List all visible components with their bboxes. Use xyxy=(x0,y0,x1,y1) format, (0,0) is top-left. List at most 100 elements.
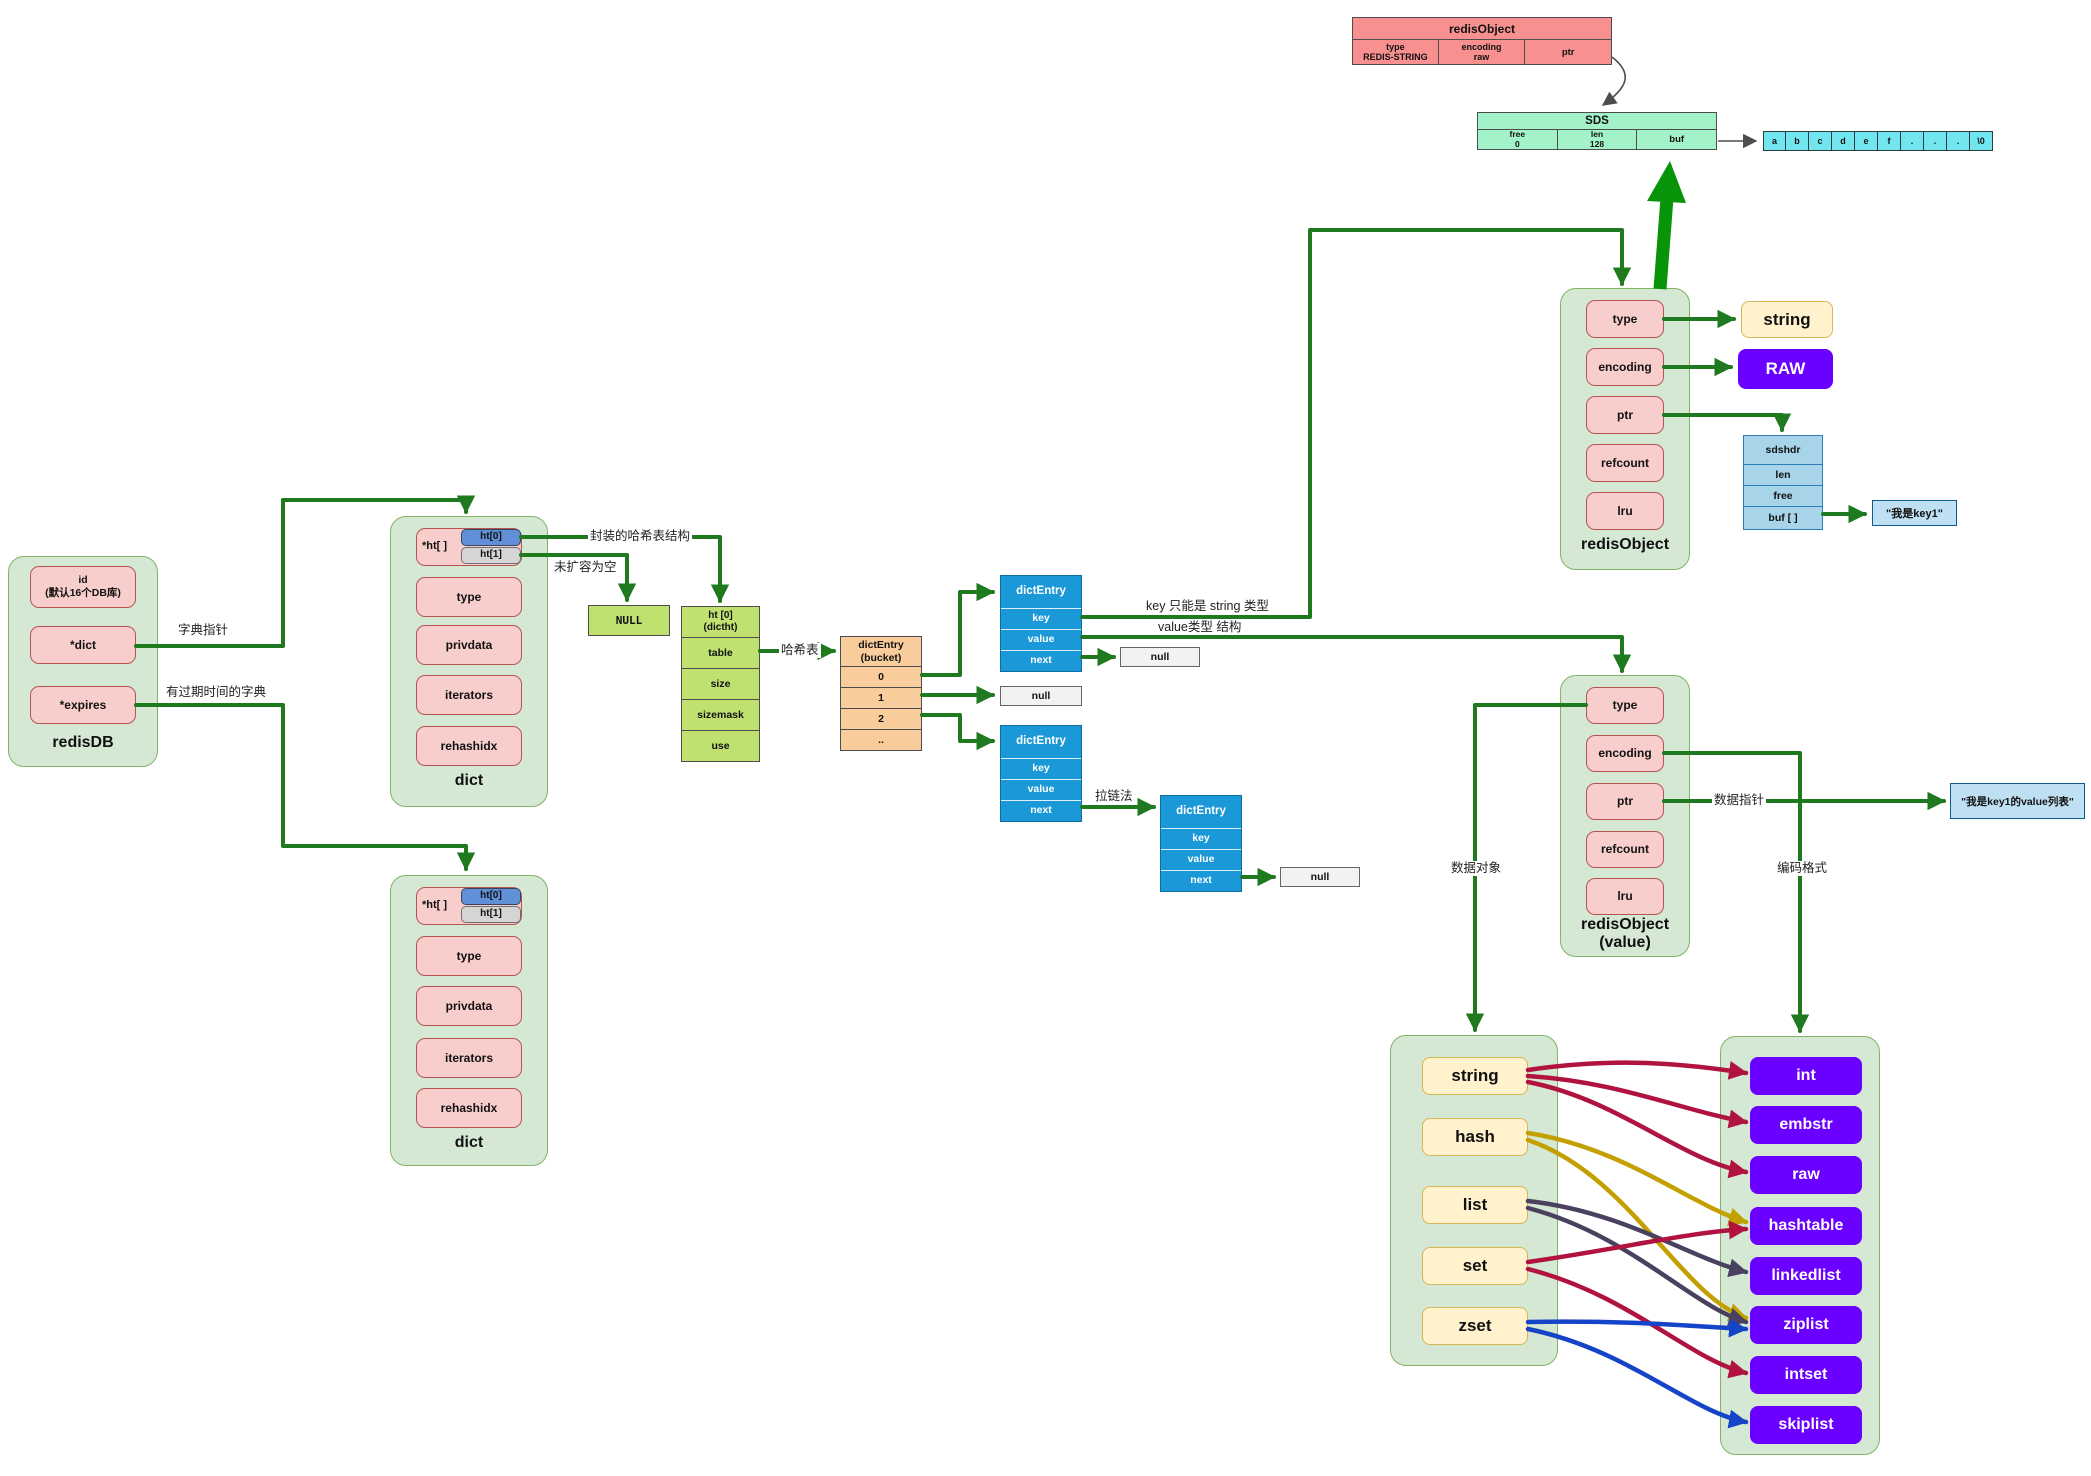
top-redisobject-encoding-cell: encoding raw xyxy=(1437,39,1525,64)
dictentry-2-next: next xyxy=(1001,800,1081,821)
dict-top-ht0-box: ht[0] xyxy=(461,529,521,546)
arrow-ht1-to-null xyxy=(519,553,637,602)
bucket-slot-0: 0 xyxy=(841,666,921,687)
dictht-row-sizemask: sizemask xyxy=(682,699,759,730)
char-cell: c xyxy=(1809,131,1832,151)
arrow-string-to-raw xyxy=(1525,1079,1749,1179)
label-data-pointer: 数据指针 xyxy=(1712,793,1767,808)
dictentry-2: dictEntry key value next xyxy=(1000,725,1082,822)
dict-bottom-field-iterators: iterators xyxy=(416,1038,522,1078)
null-box: NULL xyxy=(588,605,670,636)
dictht-header: ht [0] (dictht) xyxy=(703,610,738,633)
string-type-box: string xyxy=(1741,301,1833,338)
dict-bottom-ht1-box: ht[1] xyxy=(461,906,521,923)
redisobject-string-field-ptr: ptr xyxy=(1586,396,1664,434)
arrow-encoding-to-encodings xyxy=(1662,751,1810,1033)
dict-top-field-type: type xyxy=(416,577,522,617)
dictht-row-size: size xyxy=(682,668,759,699)
null-2-box: null xyxy=(1000,686,1082,706)
sds-len-cell: len 128 xyxy=(1556,129,1637,149)
char-cell: a xyxy=(1763,131,1786,151)
dictentry-2-key: key xyxy=(1001,758,1081,779)
dict-bottom-field-type: type xyxy=(416,936,522,976)
top-redisobject-title: redisObject xyxy=(1448,21,1516,36)
char-cell: . xyxy=(1901,131,1924,151)
redisobject-string-field-type: type xyxy=(1586,300,1664,338)
sds-free-cell: free 0 xyxy=(1478,129,1557,149)
dict-top-field-iterators: iterators xyxy=(416,675,522,715)
dictentry-3-value: value xyxy=(1161,849,1241,870)
label-encoding-format: 编码格式 xyxy=(1775,861,1830,876)
char-cell: b xyxy=(1786,131,1809,151)
redisdb-label: redisDB xyxy=(52,734,114,751)
arrow-dict-pointer xyxy=(134,495,476,648)
redisdb-field-expires: *expires xyxy=(30,686,136,724)
bucket-slot-2: 2 xyxy=(841,708,921,729)
redisobject-string-label: redisObject xyxy=(1580,536,1670,553)
sds-buf-cell: buf xyxy=(1636,129,1717,149)
char-array: a b c d e f . . . \0 xyxy=(1763,131,1993,151)
label-data-object: 数据对象 xyxy=(1449,861,1504,876)
top-redisobject-row: type REDIS-STRING encoding raw ptr xyxy=(1353,39,1611,64)
dictentry-3-next: next xyxy=(1161,870,1241,891)
arrow-string-to-embstr xyxy=(1525,1073,1749,1129)
arrow-zset-to-skiplist xyxy=(1525,1326,1749,1429)
sds-row: free 0 len 128 buf xyxy=(1478,129,1717,149)
dict-top-field-rehashidx: rehashidx xyxy=(416,726,522,766)
dictentry-1-value: value xyxy=(1001,629,1081,650)
encoding-ziplist: ziplist xyxy=(1750,1306,1862,1344)
dict-top-ht1-box: ht[1] xyxy=(461,547,521,564)
arrow-list-to-ziplist xyxy=(1525,1205,1749,1327)
sdshdr-row: buf [ ] xyxy=(1744,506,1822,529)
arrow-ht0-to-dictht xyxy=(519,535,730,603)
data-type-set: set xyxy=(1422,1247,1528,1285)
dictht-table: ht [0] (dictht) table size sizemask use xyxy=(681,606,760,762)
char-cell: d xyxy=(1832,131,1855,151)
dictentry-1-key: key xyxy=(1001,608,1081,629)
dict-bottom-field-privdata: privdata xyxy=(416,986,522,1026)
dictentry-2-value: value xyxy=(1001,779,1081,800)
redisobject-value-label: redisObject (value) xyxy=(1580,916,1670,951)
encoding-hashtable: hashtable xyxy=(1750,1207,1862,1245)
arrow-expires-dict xyxy=(134,703,476,871)
bucket-slot-1: 1 xyxy=(841,687,921,708)
char-cell: . xyxy=(1924,131,1947,151)
thick-sds-arrow-shaft xyxy=(1653,197,1674,290)
data-type-string: string xyxy=(1422,1057,1528,1095)
char-cell: e xyxy=(1855,131,1878,151)
label-chaining: 拉链法 xyxy=(1093,789,1135,804)
dictht-row-table: table xyxy=(682,637,759,668)
encoding-embstr: embstr xyxy=(1750,1106,1862,1144)
data-type-zset: zset xyxy=(1422,1307,1528,1345)
arrow-set-to-hashtable xyxy=(1525,1220,1749,1265)
dictentry-2-header: dictEntry xyxy=(1016,735,1066,747)
null-3-box: null xyxy=(1280,867,1360,887)
dictentry-1-header: dictEntry xyxy=(1016,585,1066,597)
label-dict-pointer: 字典指针 xyxy=(176,623,231,638)
redisdb-field-id: id (默认16个DB库) xyxy=(30,566,136,608)
encoding-skiplist: skiplist xyxy=(1750,1406,1862,1444)
top-redisobject-ptr-cell: ptr xyxy=(1524,39,1611,64)
null-1-box: null xyxy=(1120,647,1200,667)
dictht-row-use: use xyxy=(682,730,759,761)
encoding-linkedlist: linkedlist xyxy=(1750,1257,1862,1295)
label-empty-not-expanded: 未扩容为空 xyxy=(552,560,619,575)
dict-bottom-label: dict xyxy=(454,1134,484,1151)
bucket-table: dictEntry (bucket) 0 1 2 .. xyxy=(840,636,922,751)
key1-literal-box: "我是key1" xyxy=(1872,500,1957,526)
label-key-type: key 只能是 string 类型 xyxy=(1144,599,1271,614)
redisobject-string-field-encoding: encoding xyxy=(1586,348,1664,386)
top-redisobject-type-cell: type REDIS-STRING xyxy=(1353,39,1438,64)
redisobject-value-field-ptr: ptr xyxy=(1586,783,1664,820)
dictentry-1: dictEntry key value next xyxy=(1000,575,1082,672)
dict-bottom-field-rehashidx: rehashidx xyxy=(416,1088,522,1128)
dictentry-3-header: dictEntry xyxy=(1176,805,1226,817)
char-cell: \0 xyxy=(1970,131,1993,151)
sdshdr-row: len xyxy=(1744,464,1822,485)
redisdb-field-dict: *dict xyxy=(30,626,136,664)
arrow-ptrcell-to-sds xyxy=(1601,56,1626,106)
sds-table: SDS free 0 len 128 buf xyxy=(1477,112,1717,150)
label-hash-table: 哈希表 xyxy=(779,643,821,658)
